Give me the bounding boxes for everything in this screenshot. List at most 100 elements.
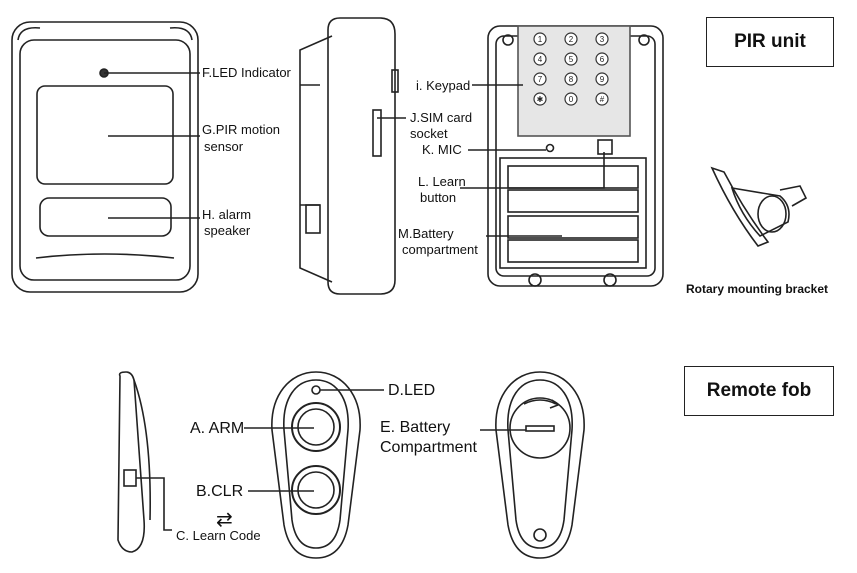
keypad-key-label: 7 — [538, 75, 543, 84]
keypad-key-label: 9 — [600, 75, 605, 84]
pir-front-bottom-curve — [35, 253, 175, 259]
label-clr: B.CLR — [196, 483, 243, 500]
battery-cell — [507, 165, 639, 189]
battery-cover — [509, 397, 571, 459]
remote-led-icon — [311, 385, 321, 395]
label-learn-1: L. Learn — [418, 174, 466, 189]
leader-learn — [460, 152, 605, 189]
pir-side-clip — [391, 69, 399, 93]
pir-front-corner-lines — [17, 26, 193, 41]
keypad-key-label: 2 — [569, 35, 574, 44]
label-keypad: i. Keypad — [416, 78, 470, 93]
keypad-key — [564, 32, 578, 46]
leader-learn-code — [136, 477, 172, 531]
label-speaker-2: speaker — [204, 223, 251, 238]
battery-cell — [507, 239, 639, 263]
label-pir-sensor-1: G.PIR motion — [202, 122, 280, 137]
back-screw-icon — [533, 528, 547, 542]
labels: F.LED Indicator G.PIR motion sensor H. a… — [176, 65, 828, 543]
remote-side-body — [117, 371, 146, 553]
rotate-arrow-icon — [523, 399, 557, 405]
screw-icon — [638, 34, 650, 46]
remote-front-view — [244, 371, 384, 559]
speaker-grille — [39, 197, 172, 237]
bracket-plate — [710, 166, 770, 247]
keypad-key — [533, 32, 547, 46]
label-battery-2: compartment — [402, 242, 478, 257]
battery-compartment — [499, 157, 647, 269]
label-pir-sensor-2: sensor — [204, 139, 244, 154]
keypad-key-label: 4 — [538, 55, 543, 64]
keypad-key — [564, 72, 578, 86]
remote-front-body — [271, 371, 361, 559]
keypad-key-label: 8 — [569, 75, 574, 84]
label-arm: A. ARM — [190, 420, 244, 437]
pir-side-step — [305, 204, 321, 234]
remote-side-view — [117, 371, 172, 553]
pir-side-body — [327, 17, 396, 295]
bracket-knob — [757, 195, 787, 233]
learn-code-arrows-icon: ⇄ — [216, 509, 233, 531]
sim-socket-slot — [372, 109, 382, 157]
label-remote-battery-2: Compartment — [380, 439, 477, 456]
keypad-key-label: ✱ — [537, 95, 544, 104]
keypad-key-label: 0 — [569, 95, 574, 104]
pir-front-outer — [11, 21, 199, 293]
pir-side-front — [299, 35, 333, 283]
bracket-body — [730, 186, 790, 237]
remote-back-inner — [507, 379, 573, 549]
keypad-key-label: 6 — [600, 55, 605, 64]
pir-front-view — [11, 21, 200, 293]
keypad-key — [595, 32, 609, 46]
label-speaker-1: H. alarm — [202, 207, 251, 222]
keypad-key-label: 1 — [538, 35, 543, 44]
learn-code-button — [123, 469, 137, 487]
label-sim-1: J.SIM card — [410, 110, 472, 125]
pir-unit-title: PIR unit — [706, 17, 834, 67]
label-learn-code: C. Learn Code — [176, 528, 261, 543]
keypad-key — [595, 72, 609, 86]
keypad-key-label: # — [600, 95, 605, 104]
learn-button — [597, 139, 613, 155]
arm-button-ring — [291, 402, 341, 452]
label-mic: K. MIC — [422, 142, 462, 157]
pir-front-inner — [19, 39, 191, 281]
screw-icon — [528, 273, 542, 287]
battery-cell — [507, 215, 639, 239]
keypad-key — [533, 92, 547, 106]
label-bracket: Rotary mounting bracket — [686, 282, 828, 296]
screw-icon — [603, 273, 617, 287]
screw-icon — [502, 34, 514, 46]
battery-cover-slot — [525, 425, 555, 432]
remote-front-inner — [283, 379, 349, 549]
label-remote-led: D.LED — [388, 382, 435, 399]
label-led-indicator: F.LED Indicator — [202, 65, 292, 80]
keypad-key — [564, 52, 578, 66]
arm-button — [297, 408, 335, 446]
bracket-stem — [779, 185, 808, 207]
keypad-key — [564, 92, 578, 106]
keypad-key-label: 5 — [569, 55, 574, 64]
rotate-arrowhead-icon — [549, 399, 560, 409]
mic-icon — [545, 143, 555, 153]
clr-button — [297, 471, 335, 509]
label-battery-1: M.Battery — [398, 226, 454, 241]
battery-cell — [507, 189, 639, 213]
keypad-key — [533, 72, 547, 86]
remote-fob-title: Remote fob — [684, 366, 834, 416]
pir-side-view — [299, 17, 406, 295]
pir-sensor-window — [36, 85, 174, 185]
remote-back-view — [480, 371, 585, 559]
keypad-key — [595, 52, 609, 66]
remote-side-edge — [133, 379, 151, 521]
keypad-key — [533, 52, 547, 66]
clr-button-ring — [291, 465, 341, 515]
label-learn-2: button — [420, 190, 456, 205]
rotary-bracket — [710, 166, 808, 247]
remote-back-body — [495, 371, 585, 559]
label-sim-2: socket — [410, 126, 448, 141]
keypad-key — [595, 92, 609, 106]
